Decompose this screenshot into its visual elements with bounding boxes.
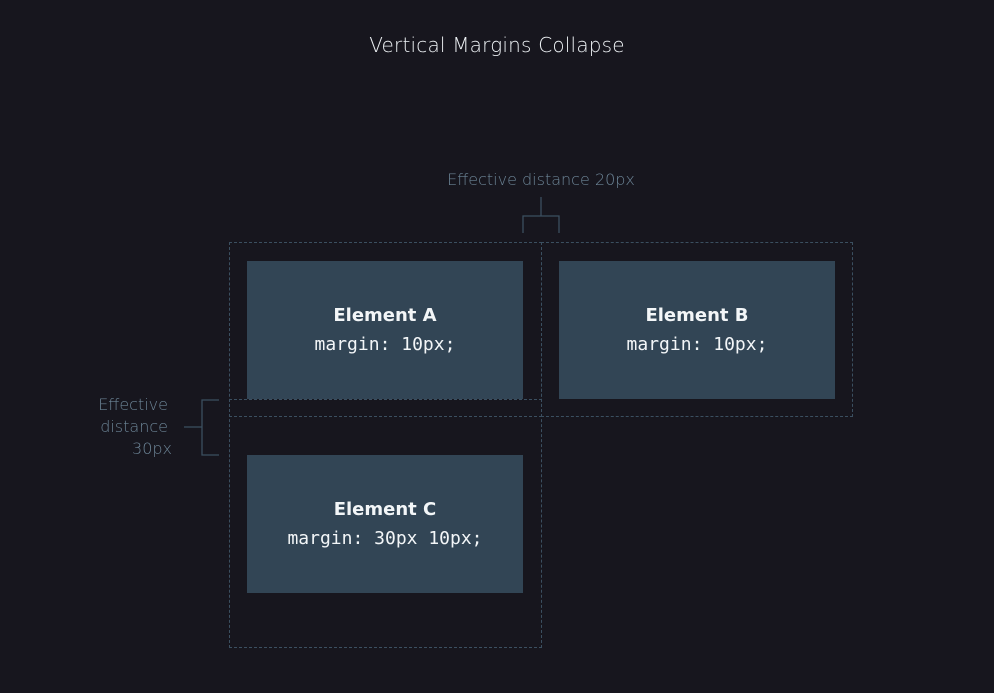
horizontal-distance-label: Effective distance 20px [447, 170, 635, 189]
element-b-box: Element B margin: 10px; [559, 261, 835, 399]
element-a-code: margin: 10px; [314, 334, 456, 355]
vertical-distance-label: Effective distance 30px [60, 394, 172, 460]
margin-box-c [229, 399, 542, 648]
vertical-distance-label-line2: distance [100, 417, 168, 436]
element-c-name: Element C [333, 499, 437, 520]
horizontal-distance-bracket [522, 215, 560, 233]
element-b-name: Element B [645, 305, 749, 326]
element-a-name: Element A [333, 305, 437, 326]
vertical-distance-label-line3: 30px [132, 439, 172, 458]
vertical-distance-label-line1: Effective [98, 395, 168, 414]
element-b-code: margin: 10px; [626, 334, 768, 355]
margin-box-b [541, 242, 853, 417]
vertical-distance-bracket [201, 399, 219, 456]
element-a-box: Element A margin: 10px; [247, 261, 523, 399]
element-c-code: margin: 30px 10px; [287, 528, 483, 549]
element-c-box: Element C margin: 30px 10px; [247, 455, 523, 593]
diagram-title: Vertical Margins Collapse [369, 33, 625, 57]
